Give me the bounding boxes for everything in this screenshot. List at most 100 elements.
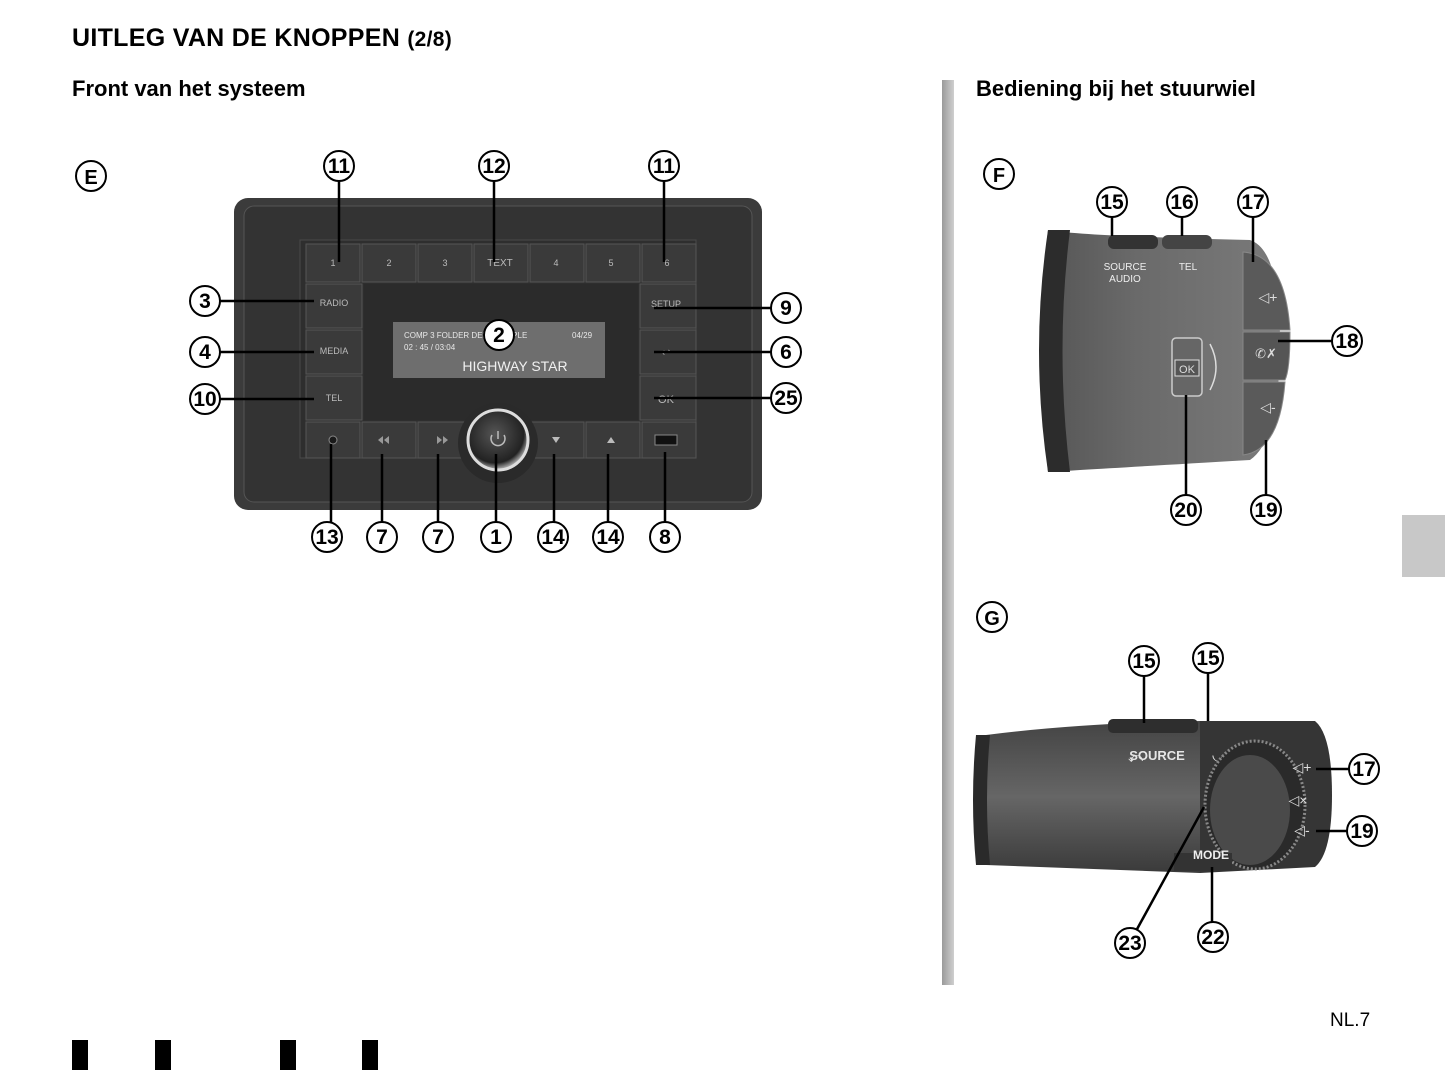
callout-23: 23 [1114,927,1146,959]
callout-7: 7 [422,521,454,553]
preset-label: 1 [330,258,335,268]
svg-text:17: 17 [1241,191,1264,214]
svg-text:23: 23 [1118,932,1141,955]
callout-14: 14 [537,521,569,553]
callouts-f: 15 16 17 18 20 19 [1096,186,1363,526]
ok-label-f: OK [1179,364,1196,376]
preset-button-row: 1 2 3 TEXT 4 5 6 [305,243,697,283]
leader-lines-g [1134,673,1350,932]
preset-button[interactable] [641,243,697,283]
callout-19: 19 [1346,815,1378,847]
callouts-e: 11 12 11 3 4 10 2 9 6 25 13 7 7 1 14 14 … [189,150,802,553]
preset-button[interactable] [585,243,641,283]
svg-text:16: 16 [1170,191,1193,214]
source-audio-button[interactable] [1108,235,1158,249]
source-left-arrow-icon: ⤺ [1128,749,1143,765]
leader-lines-f [1110,216,1332,496]
callout-18: 18 [1331,325,1363,357]
page-title-sub: (2/8) [407,28,453,51]
callout-15: 15 [1096,186,1128,218]
callout-3: 3 [189,285,221,317]
svg-text:15: 15 [1100,191,1124,214]
preset-label: 2 [386,258,391,268]
power-icon [490,434,506,447]
radio-button[interactable] [305,283,363,329]
preset-label: 6 [664,258,669,268]
volume-down-button-f[interactable] [1242,381,1286,456]
svg-text:15: 15 [1132,650,1156,673]
svg-text:9: 9 [780,297,792,320]
preset-label: 5 [608,258,613,268]
svg-text:22: 22 [1201,926,1224,949]
callout-14: 14 [592,521,624,553]
callout-15: 15 [1192,642,1224,674]
callout-11: 11 [648,150,680,182]
svg-text:7: 7 [376,526,388,549]
speaker-plus-icon: ◁+ [1259,289,1278,305]
callout-17: 17 [1237,186,1269,218]
phone-mute-icon: ✆✗ [1255,346,1277,361]
setup-button[interactable] [639,283,697,329]
aux-jack-icon [328,435,338,445]
tel-button-f[interactable] [1162,235,1212,249]
callout-10: 10 [189,383,221,415]
tel-button[interactable] [305,375,363,421]
svg-text:20: 20 [1174,499,1197,522]
callout-2: 2 [483,319,515,351]
chevron-down-icon [552,437,560,443]
callout-6: 6 [770,336,802,368]
previous-track-icon [378,436,389,444]
svg-text:F: F [993,165,1005,187]
preset-label: 3 [442,258,447,268]
crop-mark [362,1040,378,1070]
callout-13: 13 [311,521,343,553]
setup-button-label: SETUP [651,299,681,309]
screen-folder-text: COMP 3 FOLDER DEEP PURPLE [404,331,527,340]
speaker-mute-icon-g: ◁× [1289,792,1308,808]
mute-button-f[interactable] [1242,331,1291,381]
source-rocker[interactable] [1108,719,1198,733]
figure-e: E 1 2 3 TEXT 4 5 6 RADIO MEDIA TEL SETUP… [75,150,802,553]
crop-mark [72,1040,88,1070]
svg-text:4: 4 [199,341,211,364]
column-divider [942,80,954,985]
crop-mark [280,1040,296,1070]
preset-button[interactable] [305,243,361,283]
svg-text:14: 14 [596,526,620,549]
figure-f-label: F [983,158,1015,190]
speaker-plus-icon-g: ◁+ [1293,759,1312,775]
callout-4: 4 [189,336,221,368]
callout-20: 20 [1170,494,1202,526]
preset-button[interactable] [529,243,585,283]
leader-lines [218,180,772,523]
chevron-up-icon [607,437,615,443]
mode-button[interactable] [1174,853,1232,871]
text-button[interactable] [473,243,529,283]
svg-text:15: 15 [1196,647,1220,670]
svg-text:13: 13 [315,526,338,549]
tel-label-f: TEL [1179,262,1198,273]
svg-text:18: 18 [1335,330,1359,353]
callout-11: 11 [323,150,355,182]
svg-text:11: 11 [653,155,676,178]
media-button[interactable] [305,329,363,375]
section-tab [1402,515,1445,577]
preset-button[interactable] [417,243,473,283]
preset-button[interactable] [361,243,417,283]
page-title: UITLEG VAN DE KNOPPEN (2/8) [72,24,452,53]
figure-f: F SOURCE AUDIO TEL ◁+ ✆✗ ◁- OK 15 16 17 … [983,158,1363,526]
svg-text:3: 3 [199,290,211,313]
svg-text:12: 12 [482,155,505,178]
callout-12: 12 [478,150,510,182]
callout-19: 19 [1250,494,1282,526]
page-title-main: UITLEG VAN DE KNOPPEN [72,24,401,52]
svg-text:25: 25 [774,387,798,410]
source-audio-label-2: AUDIO [1109,274,1141,285]
ok-button-label: OK [658,394,675,406]
rotate-arrow-icon [1209,343,1217,391]
svg-text:19: 19 [1350,820,1373,843]
mode-label: MODE [1193,848,1229,862]
text-label: TEXT [487,258,513,269]
screen-title-text: HIGHWAY STAR [462,358,567,374]
figure-g-label: G [976,601,1008,633]
